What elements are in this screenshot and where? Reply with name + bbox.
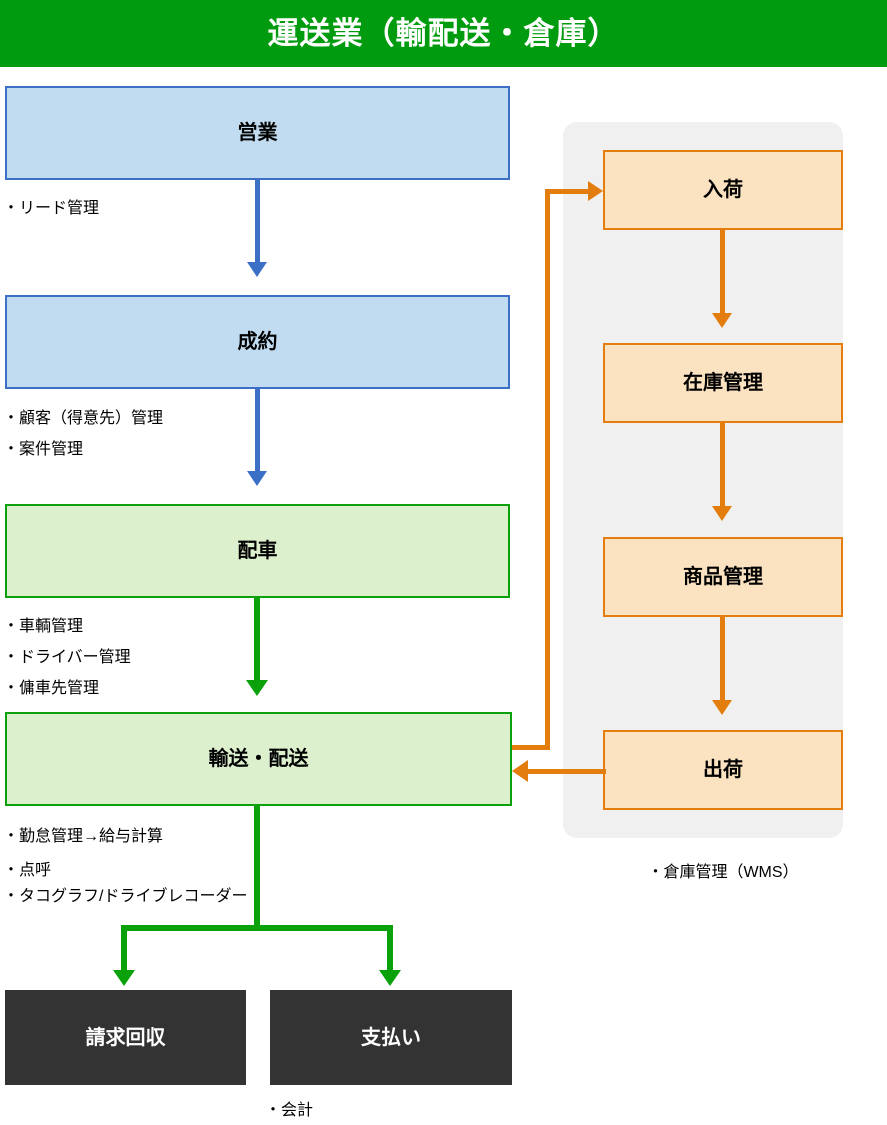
caption-accounting: ・会計 <box>265 1102 314 1119</box>
caption-transport-2: ・点呼 <box>3 862 52 879</box>
connector-receiving-to-inventory <box>720 230 725 313</box>
arrowhead-to-payment <box>379 970 401 986</box>
caption-contract-1: ・顧客（得意先）管理 <box>3 410 164 427</box>
connector-to-billing <box>121 925 127 972</box>
node-dispatch[interactable]: 配車 <box>5 504 510 598</box>
connector-shipping-to-transport <box>528 769 606 774</box>
node-product[interactable]: 商品管理 <box>603 537 843 617</box>
caption-warehouse: ・倉庫管理（WMS） <box>647 864 799 881</box>
caption-transport-3: ・タコグラフ/ドライブレコーダー <box>3 888 248 905</box>
connector-sales-to-contract <box>255 180 260 262</box>
connector-transport-down <box>254 806 260 928</box>
arrowhead-sales-to-contract <box>247 262 267 277</box>
connector-loop-vertical <box>545 189 550 750</box>
node-contract[interactable]: 成約 <box>5 295 510 389</box>
arrowhead-loop-to-receiving <box>588 181 603 201</box>
arrowhead-shipping-to-transport <box>512 760 528 782</box>
node-billing[interactable]: 請求回収 <box>5 990 246 1085</box>
connector-transport-to-loop <box>512 745 550 750</box>
connector-to-payment <box>387 925 393 972</box>
node-contract-label: 成約 <box>237 331 278 353</box>
node-sales[interactable]: 営業 <box>5 86 510 180</box>
node-payment-label: 支払い <box>361 1026 421 1049</box>
arrowhead-contract-to-dispatch <box>247 471 267 486</box>
node-dispatch-label: 配車 <box>237 540 278 562</box>
caption-dispatch-2: ・ドライバー管理 <box>3 649 131 666</box>
connector-loop-to-receiving <box>545 189 593 194</box>
arrowhead-receiving-to-inventory <box>712 313 732 328</box>
connector-transport-split-horizontal <box>121 925 393 931</box>
node-inventory-label: 在庫管理 <box>683 372 763 394</box>
node-receiving-label: 入荷 <box>703 179 743 201</box>
caption-sales-1: ・リード管理 <box>3 200 100 217</box>
connector-product-to-shipping <box>720 617 725 700</box>
caption-dispatch-3: ・傭車先管理 <box>3 680 100 697</box>
connector-contract-to-dispatch <box>255 389 260 471</box>
connector-inventory-to-product <box>720 423 725 506</box>
header-banner: 運送業（輸配送・倉庫） <box>0 0 887 67</box>
node-inventory[interactable]: 在庫管理 <box>603 343 843 423</box>
page-title: 運送業（輸配送・倉庫） <box>267 16 620 51</box>
node-shipping[interactable]: 出荷 <box>603 730 843 810</box>
node-sales-label: 営業 <box>237 122 278 144</box>
arrowhead-to-billing <box>113 970 135 986</box>
node-shipping-label: 出荷 <box>703 759 743 781</box>
node-billing-label: 請求回収 <box>85 1026 166 1049</box>
connector-dispatch-to-transport <box>254 598 260 680</box>
caption-contract-2: ・案件管理 <box>3 441 84 458</box>
caption-dispatch-1: ・車輌管理 <box>3 618 84 635</box>
arrowhead-inventory-to-product <box>712 506 732 521</box>
warehouse-panel <box>563 122 843 838</box>
node-transport-label: 輸送・配送 <box>208 748 309 770</box>
arrowhead-product-to-shipping <box>712 700 732 715</box>
node-transport[interactable]: 輸送・配送 <box>5 712 512 806</box>
node-receiving[interactable]: 入荷 <box>603 150 843 230</box>
node-product-label: 商品管理 <box>683 566 763 588</box>
node-payment[interactable]: 支払い <box>270 990 512 1085</box>
arrowhead-dispatch-to-transport <box>246 680 268 696</box>
caption-transport-1: ・勤怠管理→給与計算 <box>3 828 164 845</box>
